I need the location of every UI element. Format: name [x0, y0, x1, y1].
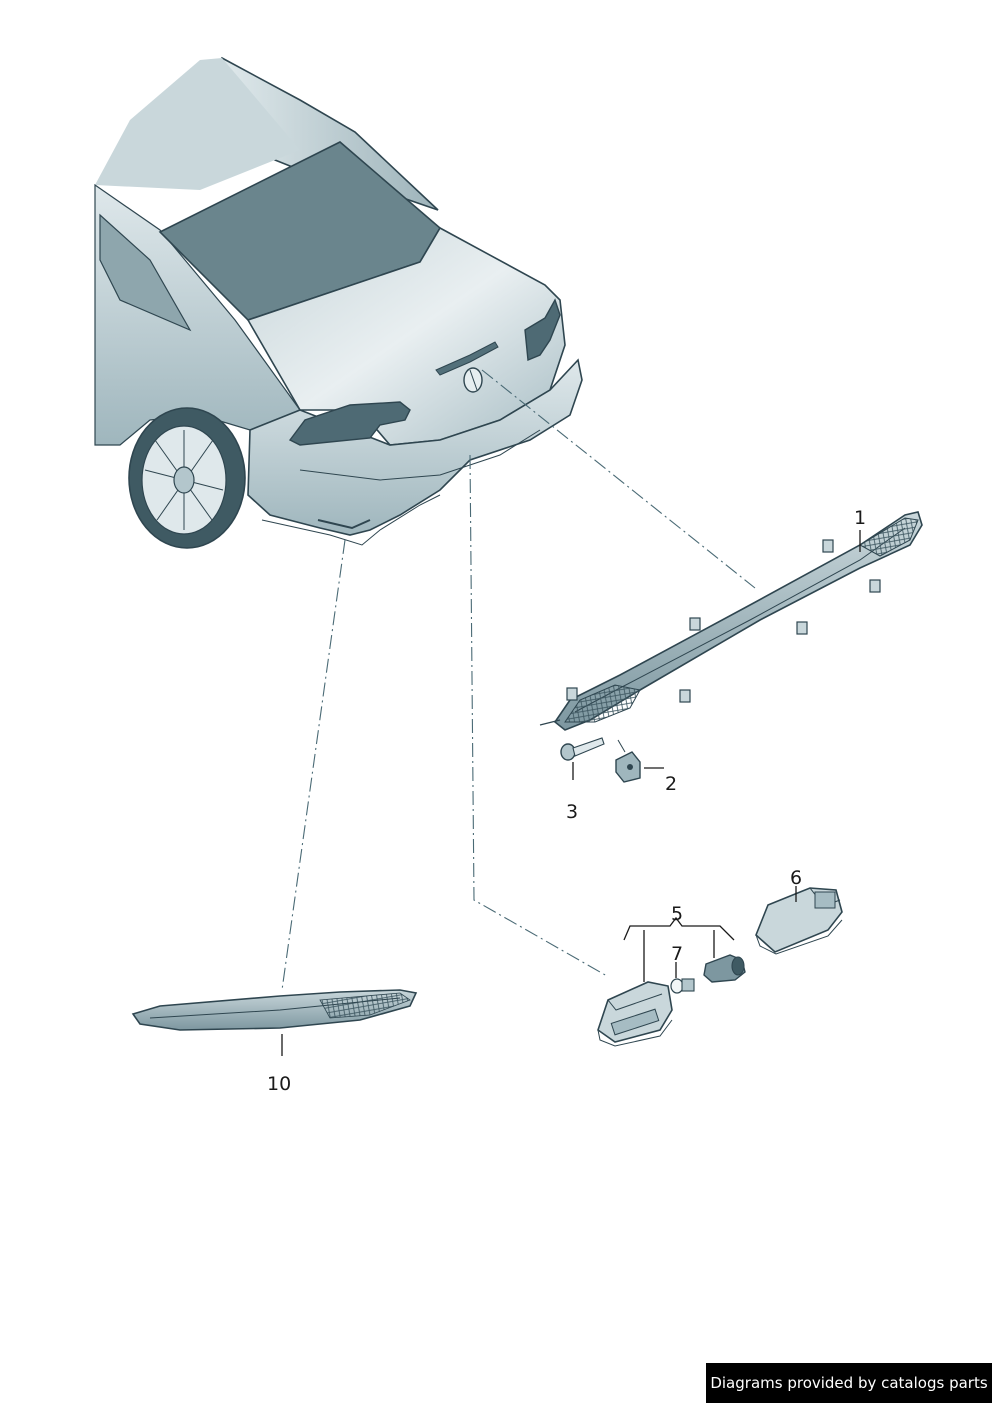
- part-2-clip-nut: [615, 739, 641, 783]
- part-6-licence-plate-light: [755, 887, 843, 955]
- part-10-reflector: [131, 989, 418, 1031]
- callout-6: 6: [790, 867, 802, 889]
- callout-10: 10: [267, 1073, 291, 1095]
- part-1-mesh-right: [858, 517, 919, 557]
- car-tail-light-right: [524, 298, 561, 362]
- credit-banner: Diagrams provided by catalogs parts: [706, 1363, 992, 1403]
- part-1-brake-light: [539, 511, 923, 731]
- callout-3: 3: [566, 801, 578, 823]
- car-bumper: [247, 358, 583, 536]
- callout-5: 5: [671, 903, 683, 925]
- part-1-mesh-left: [564, 684, 641, 723]
- car-tail-light-left: [288, 401, 411, 446]
- car-side: [94, 183, 301, 446]
- car-rear-illustration: [94, 56, 583, 549]
- part-7-bulb: [670, 978, 695, 994]
- callout-7: 7: [671, 943, 683, 965]
- part-3-screw: [560, 737, 605, 761]
- car-trunk-light-strip: [435, 341, 499, 376]
- callout-1: 1: [854, 507, 866, 529]
- callout-leaders: [281, 530, 861, 1056]
- part-5-bulb-holder: [703, 954, 746, 983]
- assembly-leader-lines: [281, 369, 756, 991]
- car-side-window: [99, 213, 192, 332]
- callout-2: 2: [665, 773, 677, 795]
- part-5-licence-plate-light: [597, 981, 673, 1047]
